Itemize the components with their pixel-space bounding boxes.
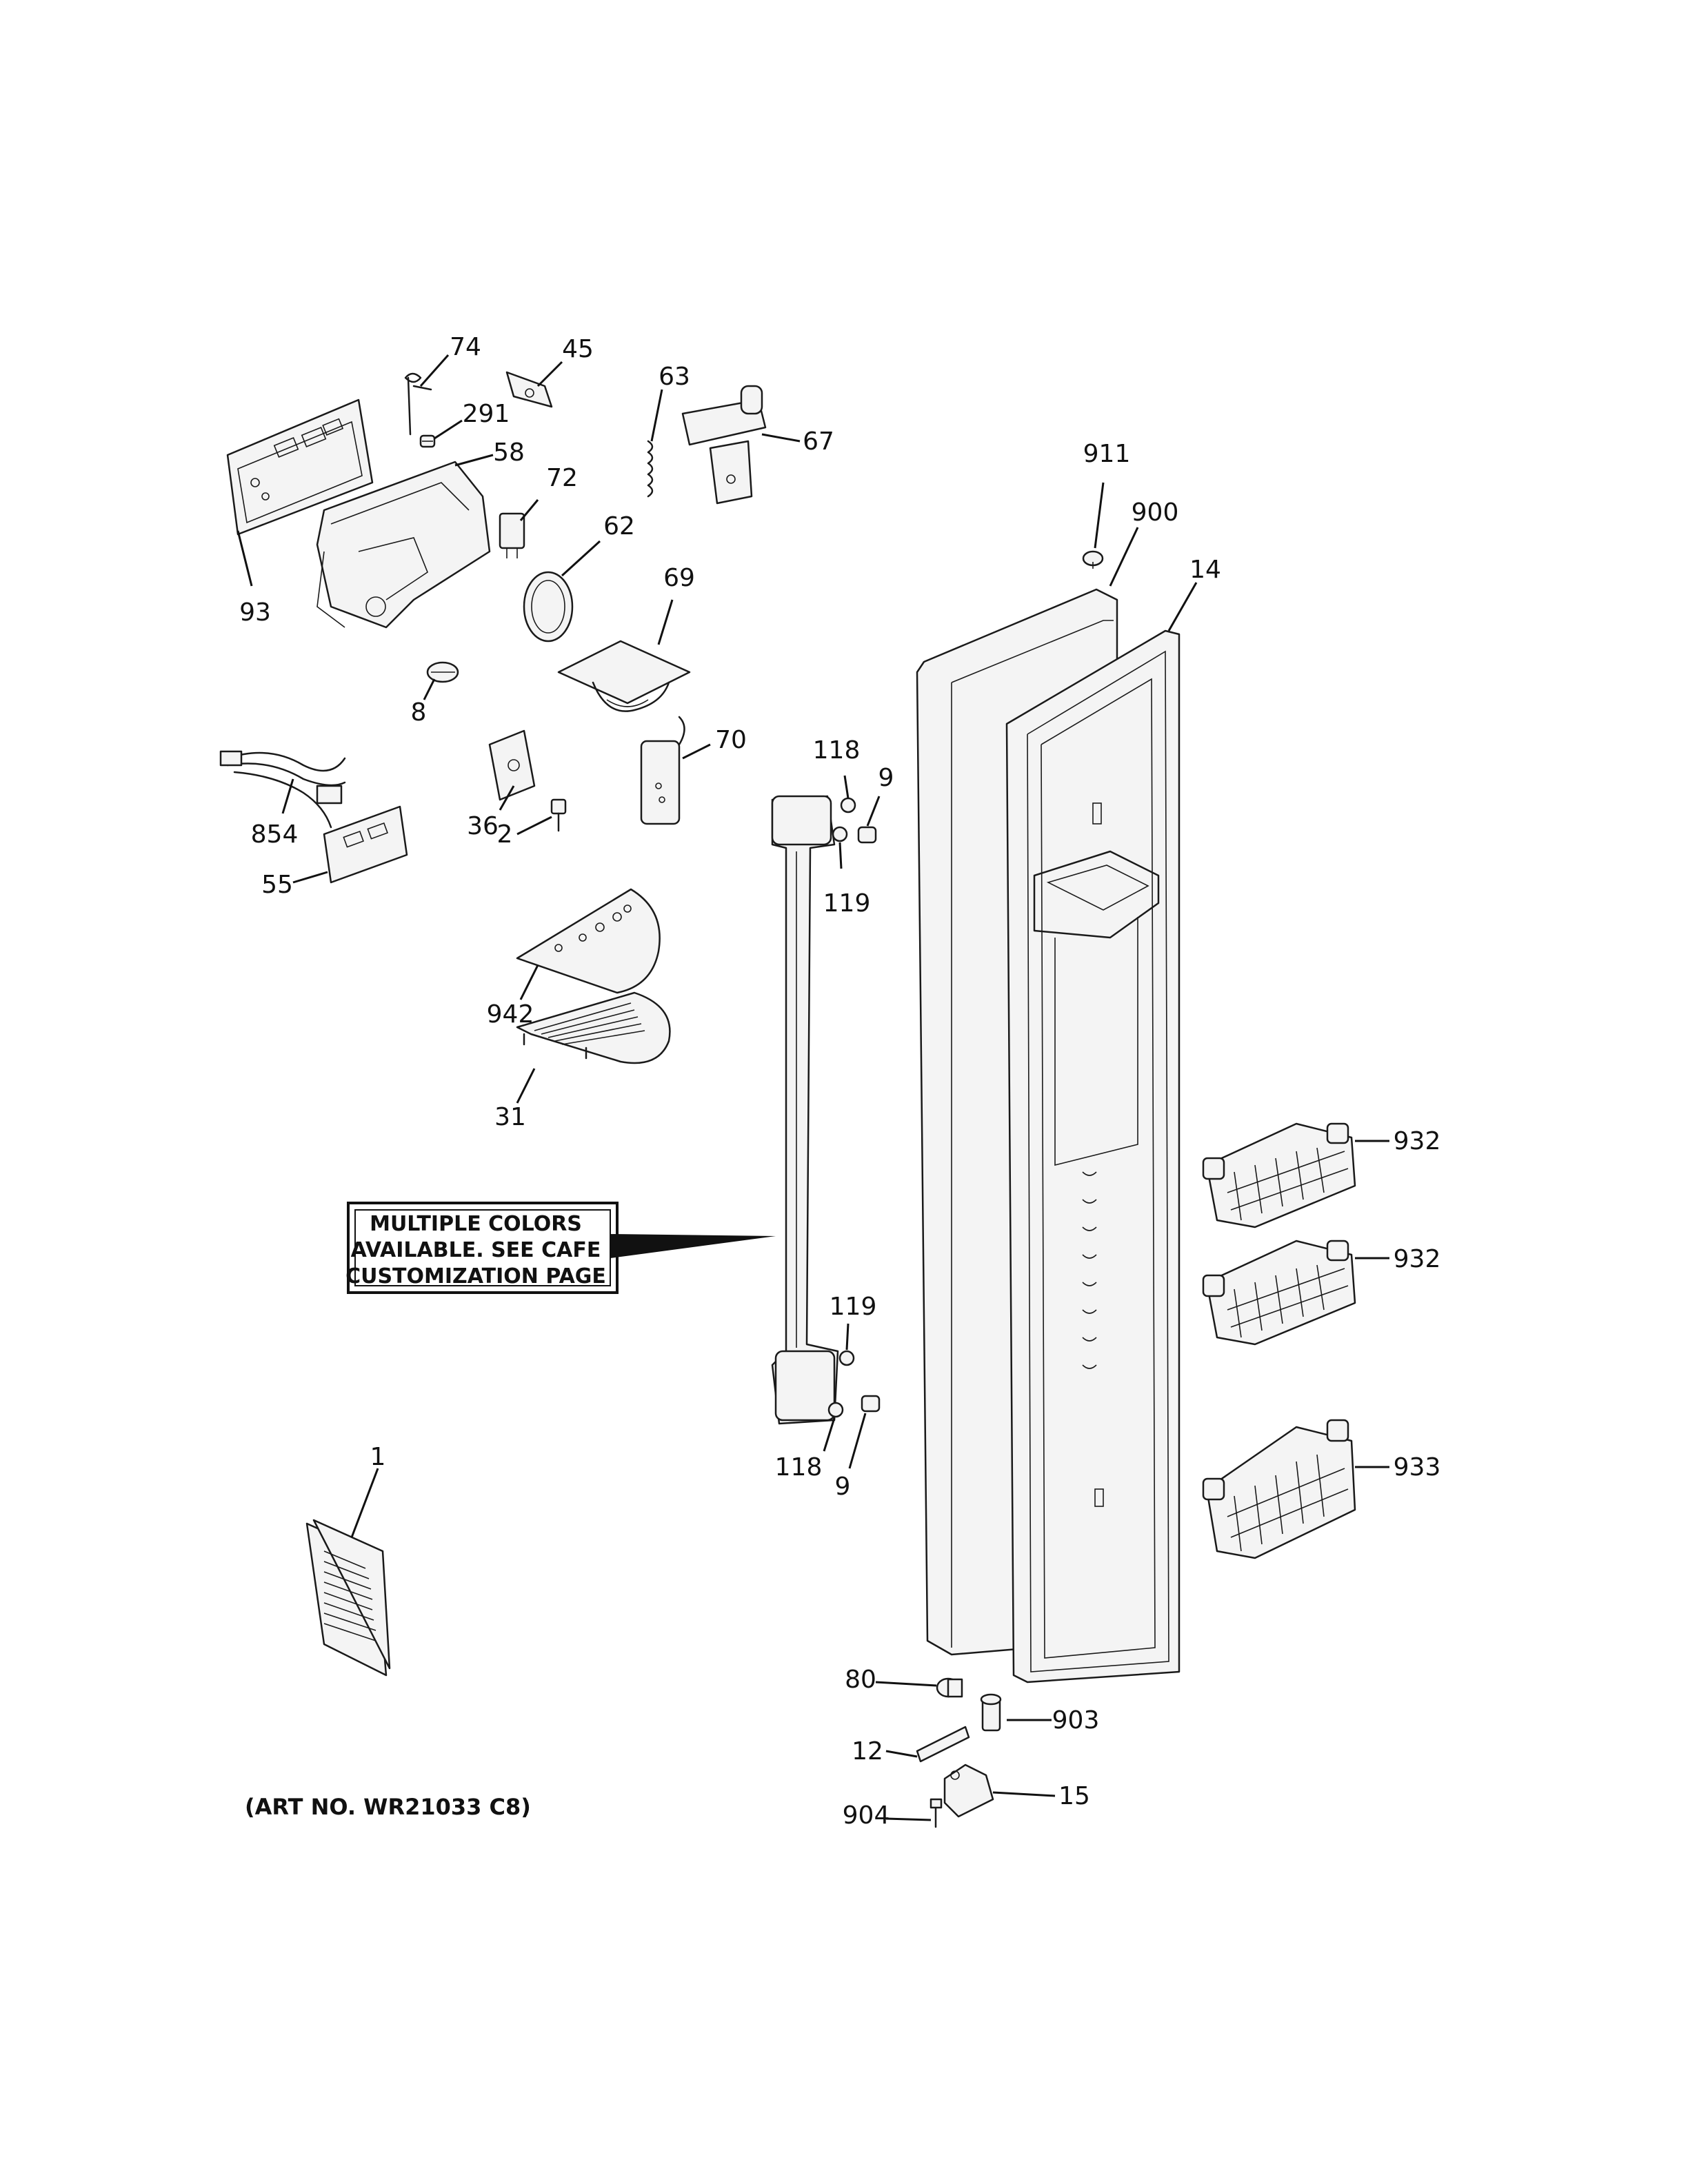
wire-harness-854 xyxy=(219,750,346,829)
door-liner-14 xyxy=(1005,629,1180,1684)
callout-118-top: 118 xyxy=(813,736,861,765)
handle-fastener-119-top xyxy=(832,826,848,842)
paddle-8 xyxy=(426,661,459,683)
callout-74: 74 xyxy=(450,333,481,361)
callout-62: 62 xyxy=(603,512,635,540)
callout-63: 63 xyxy=(659,363,690,391)
callout-55: 55 xyxy=(261,871,293,899)
funnel-69 xyxy=(557,640,691,712)
board-55 xyxy=(323,805,408,884)
drip-tray-31 xyxy=(516,991,671,1064)
actuator-67 xyxy=(681,385,767,505)
callout-15: 15 xyxy=(1058,1782,1090,1810)
callout-932-upper: 932 xyxy=(1394,1127,1441,1155)
bracket-45 xyxy=(505,371,553,408)
solenoid-70 xyxy=(640,716,685,825)
note-line-2: AVAILABLE. SEE CAFE xyxy=(351,1238,601,1262)
door-bin-932-lower xyxy=(1202,1240,1356,1346)
callout-67: 67 xyxy=(803,427,834,456)
callout-118-bottom: 118 xyxy=(775,1453,823,1482)
callout-45: 45 xyxy=(562,335,594,363)
switch-72 xyxy=(499,512,525,558)
hinge-pin-903 xyxy=(980,1693,1002,1732)
callout-903: 903 xyxy=(1052,1706,1100,1735)
handle-fastener-9-bottom xyxy=(861,1395,881,1413)
callout-36: 36 xyxy=(467,812,499,840)
callout-291: 291 xyxy=(463,400,510,428)
note-line-1: MULTIPLE COLORS xyxy=(370,1212,582,1236)
owners-manual-1 xyxy=(305,1519,391,1677)
callout-93: 93 xyxy=(239,598,271,627)
art-number: (ART NO. WR21033 C8) xyxy=(245,1794,531,1820)
note-line-3: CUSTOMIZATION PAGE xyxy=(345,1264,606,1288)
dispenser-control-panel-93 xyxy=(226,398,374,536)
handle-fastener-118-bottom xyxy=(827,1402,844,1418)
callout-932-lower: 932 xyxy=(1394,1245,1441,1273)
callout-9-top: 9 xyxy=(878,764,894,792)
callout-1: 1 xyxy=(370,1443,386,1471)
color-note-box: MULTIPLE COLORS AVAILABLE. SEE CAFE CUST… xyxy=(345,1202,776,1294)
callout-58: 58 xyxy=(493,438,525,467)
callout-904: 904 xyxy=(843,1801,890,1830)
callout-14: 14 xyxy=(1189,556,1221,584)
callout-9-bottom: 9 xyxy=(835,1473,851,1501)
hinge-15 xyxy=(943,1763,994,1818)
door-plug-911 xyxy=(1082,550,1104,569)
callout-933: 933 xyxy=(1394,1453,1441,1482)
ring-62 xyxy=(523,571,574,643)
callout-942: 942 xyxy=(487,1000,534,1029)
callout-2: 2 xyxy=(497,820,513,849)
callout-854: 854 xyxy=(251,820,299,849)
callouts: 74 45 63 291 58 67 72 62 93 69 8 70 36 2… xyxy=(239,333,1440,1830)
bracket-36 xyxy=(488,729,536,801)
screw-291 xyxy=(419,434,436,448)
handle-fastener-119-bottom xyxy=(838,1350,855,1366)
callout-900: 900 xyxy=(1132,498,1179,527)
leader-lines xyxy=(237,354,1389,1821)
screw-2 xyxy=(550,798,567,832)
callout-69: 69 xyxy=(663,564,695,592)
spring-63 xyxy=(647,440,654,498)
handle-fastener-118-top xyxy=(840,797,856,813)
screw-904 xyxy=(930,1798,943,1828)
dispenser-cover-942 xyxy=(516,888,661,994)
callout-119-top: 119 xyxy=(823,889,871,918)
callout-70: 70 xyxy=(715,726,747,754)
door-bin-933 xyxy=(1202,1419,1356,1559)
callout-119-bottom: 119 xyxy=(830,1293,877,1321)
door-bin-932-upper xyxy=(1202,1122,1356,1228)
callout-12: 12 xyxy=(852,1737,883,1766)
dispenser-housing-58 xyxy=(316,461,491,629)
door-handle xyxy=(771,795,839,1425)
callout-31: 31 xyxy=(494,1103,526,1131)
callout-911: 911 xyxy=(1083,440,1131,468)
hinge-shim-12 xyxy=(916,1726,970,1763)
spring-74 xyxy=(404,372,432,436)
handle-fastener-9-top xyxy=(857,826,877,844)
callout-80: 80 xyxy=(845,1666,876,1694)
callout-72: 72 xyxy=(546,464,578,492)
hinge-bushing-80 xyxy=(936,1677,963,1698)
callout-8: 8 xyxy=(411,698,427,727)
